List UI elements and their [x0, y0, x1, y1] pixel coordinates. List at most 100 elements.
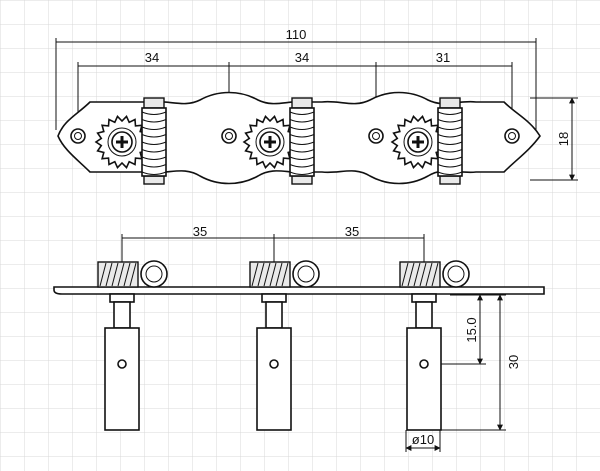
gear-assemblies [94, 97, 463, 185]
worm-thread [289, 134, 315, 138]
gear-hatch [401, 262, 409, 287]
worm-gear-side [97, 261, 139, 288]
worm-cap-bottom [291, 175, 313, 185]
mounting-hole-2-inner [225, 132, 233, 140]
roller-shaft [104, 327, 140, 431]
mounting-hole-2 [221, 128, 237, 144]
mounting-hole-1-inner [74, 132, 82, 140]
base-plate-side [53, 286, 545, 295]
gear-hatch [257, 262, 265, 287]
worm-thread [141, 141, 167, 145]
dim-spacing-1: 34 [145, 50, 159, 65]
string-post-hole [145, 265, 163, 283]
post-assembly-3 [399, 260, 470, 431]
dim-shaft-diameter: ø10 [412, 432, 434, 447]
gear-hatch [431, 262, 439, 287]
gear-hatch [269, 262, 277, 287]
gear-hatch [111, 262, 119, 287]
worm-thread [437, 134, 463, 138]
roller-shaft [256, 327, 292, 431]
gear-hatch [105, 262, 113, 287]
worm-thread [437, 119, 463, 123]
worm-thread [141, 119, 167, 123]
worm-cap-top [291, 97, 313, 109]
string-post-ring [140, 260, 168, 288]
worm-thread [437, 141, 463, 145]
dim-post-spacing-1: 35 [193, 224, 207, 239]
gear-hub [403, 127, 433, 157]
mounting-hole-4 [504, 128, 520, 144]
gear-hub [107, 127, 137, 157]
worm-thread [289, 156, 315, 160]
worm-thread [141, 126, 167, 130]
dim-plate-height: 18 [556, 132, 571, 146]
worm-thread [437, 164, 463, 168]
string-post-hole [297, 265, 315, 283]
worm-thread [289, 119, 315, 123]
post-neck [265, 301, 283, 329]
gear-hatch [425, 262, 433, 287]
worm-gear-side [249, 261, 291, 288]
dim-offset: 15.0 [464, 317, 479, 342]
post-neck [113, 301, 131, 329]
mounting-hole-1 [70, 128, 86, 144]
post-assemblies [97, 260, 470, 431]
mounting-hole-3-inner [372, 132, 380, 140]
dim-overall-length: 110 [286, 27, 307, 42]
gear-hatch [419, 262, 427, 287]
gear-hatch [123, 262, 131, 287]
gear-assembly-2 [242, 97, 315, 185]
worm-thread [141, 111, 167, 115]
worm-shaft [289, 107, 315, 177]
string-post-ring [292, 260, 320, 288]
post-assembly-2 [249, 260, 320, 431]
worm-cap-bottom [143, 175, 165, 185]
mounting-holes [70, 128, 520, 144]
top-view: 110 34 34 31 18 [55, 27, 578, 185]
post-neck [415, 301, 433, 329]
worm-thread [437, 171, 463, 175]
worm-thread [437, 126, 463, 130]
worm-cap-bottom [439, 175, 461, 185]
worm-cap-top [439, 97, 461, 109]
worm-thread [141, 149, 167, 153]
worm-cap-top [143, 97, 165, 109]
post-collar [411, 293, 437, 303]
worm-thread [289, 164, 315, 168]
gear-hub [255, 127, 285, 157]
worm-thread [141, 164, 167, 168]
worm-thread [289, 149, 315, 153]
worm-thread [141, 134, 167, 138]
gear-hatch [407, 262, 415, 287]
gear-hatch [251, 262, 259, 287]
post-assembly-1 [97, 260, 168, 431]
gear-hatch [117, 262, 125, 287]
dim-spacing-3: 31 [436, 50, 450, 65]
gear-assembly-3 [390, 97, 463, 185]
worm-thread [141, 156, 167, 160]
dim-post-spacing-2: 35 [345, 224, 359, 239]
worm-thread [141, 171, 167, 175]
worm-thread [437, 111, 463, 115]
dim-spacing-2: 34 [295, 50, 309, 65]
gear-hatch [99, 262, 107, 287]
worm-gear-side [399, 261, 441, 288]
gear-assembly-1 [94, 97, 167, 185]
worm-thread [289, 126, 315, 130]
worm-thread [289, 111, 315, 115]
string-post-ring [442, 260, 470, 288]
gear-hatch [281, 262, 289, 287]
worm-thread [289, 171, 315, 175]
gear-hatch [413, 262, 421, 287]
worm-thread [437, 156, 463, 160]
worm-thread [437, 149, 463, 153]
post-collar [109, 293, 135, 303]
worm-shaft [141, 107, 167, 177]
shaft-string-hole [269, 359, 279, 369]
gear-hatch [129, 262, 137, 287]
mounting-hole-3 [368, 128, 384, 144]
worm-thread [289, 141, 315, 145]
